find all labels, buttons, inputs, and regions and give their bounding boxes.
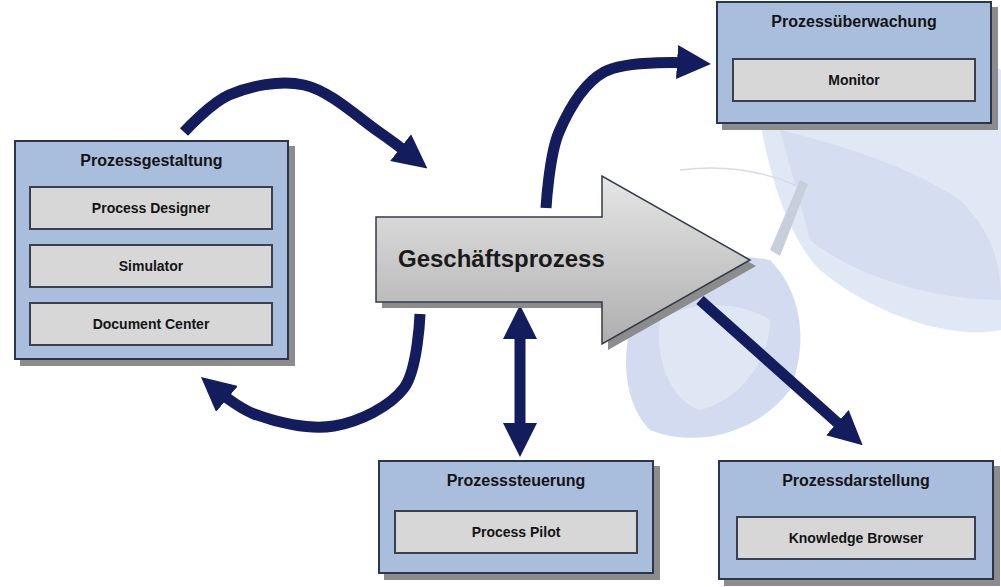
tool-box: Process Pilot [394,510,638,554]
tool-name: Knowledge Browser [789,529,924,547]
group-title: Prozesssteuerung [447,471,586,491]
group-box: ProzessdarstellungKnowledge Browser [718,460,994,580]
tool-box: Document Center [29,302,273,346]
butterfly-wing [659,305,770,410]
flow-arrow [515,322,526,440]
butterfly-wing [780,130,1001,300]
process-arrow: Geschäftsprozess [374,172,754,348]
group-box: ProzesssteuerungProcess Pilot [378,460,654,574]
tool-name: Process Designer [92,199,210,217]
group-title: Prozessgestaltung [80,151,222,171]
tool-box: Simulator [29,244,273,288]
butterfly-antenna [680,168,795,185]
group-title: Prozessüberwachung [771,12,936,32]
flow-arrow [700,300,850,434]
group-box: ProzessüberwachungMonitor [716,1,992,124]
tool-name: Process Pilot [472,523,561,541]
group-title: Prozessdarstellung [782,471,930,491]
butterfly-body [770,180,808,256]
tool-box: Process Designer [29,186,273,230]
tool-name: Simulator [119,257,184,275]
process-label: Geschäftsprozess [398,244,605,274]
arrow-body [376,176,750,344]
group-box: ProzessgestaltungProcess DesignerSimulat… [14,140,289,360]
tool-box: Knowledge Browser [736,516,976,560]
tool-name: Monitor [828,71,879,89]
tool-box: Monitor [732,58,976,102]
tool-name: Document Center [93,315,210,333]
